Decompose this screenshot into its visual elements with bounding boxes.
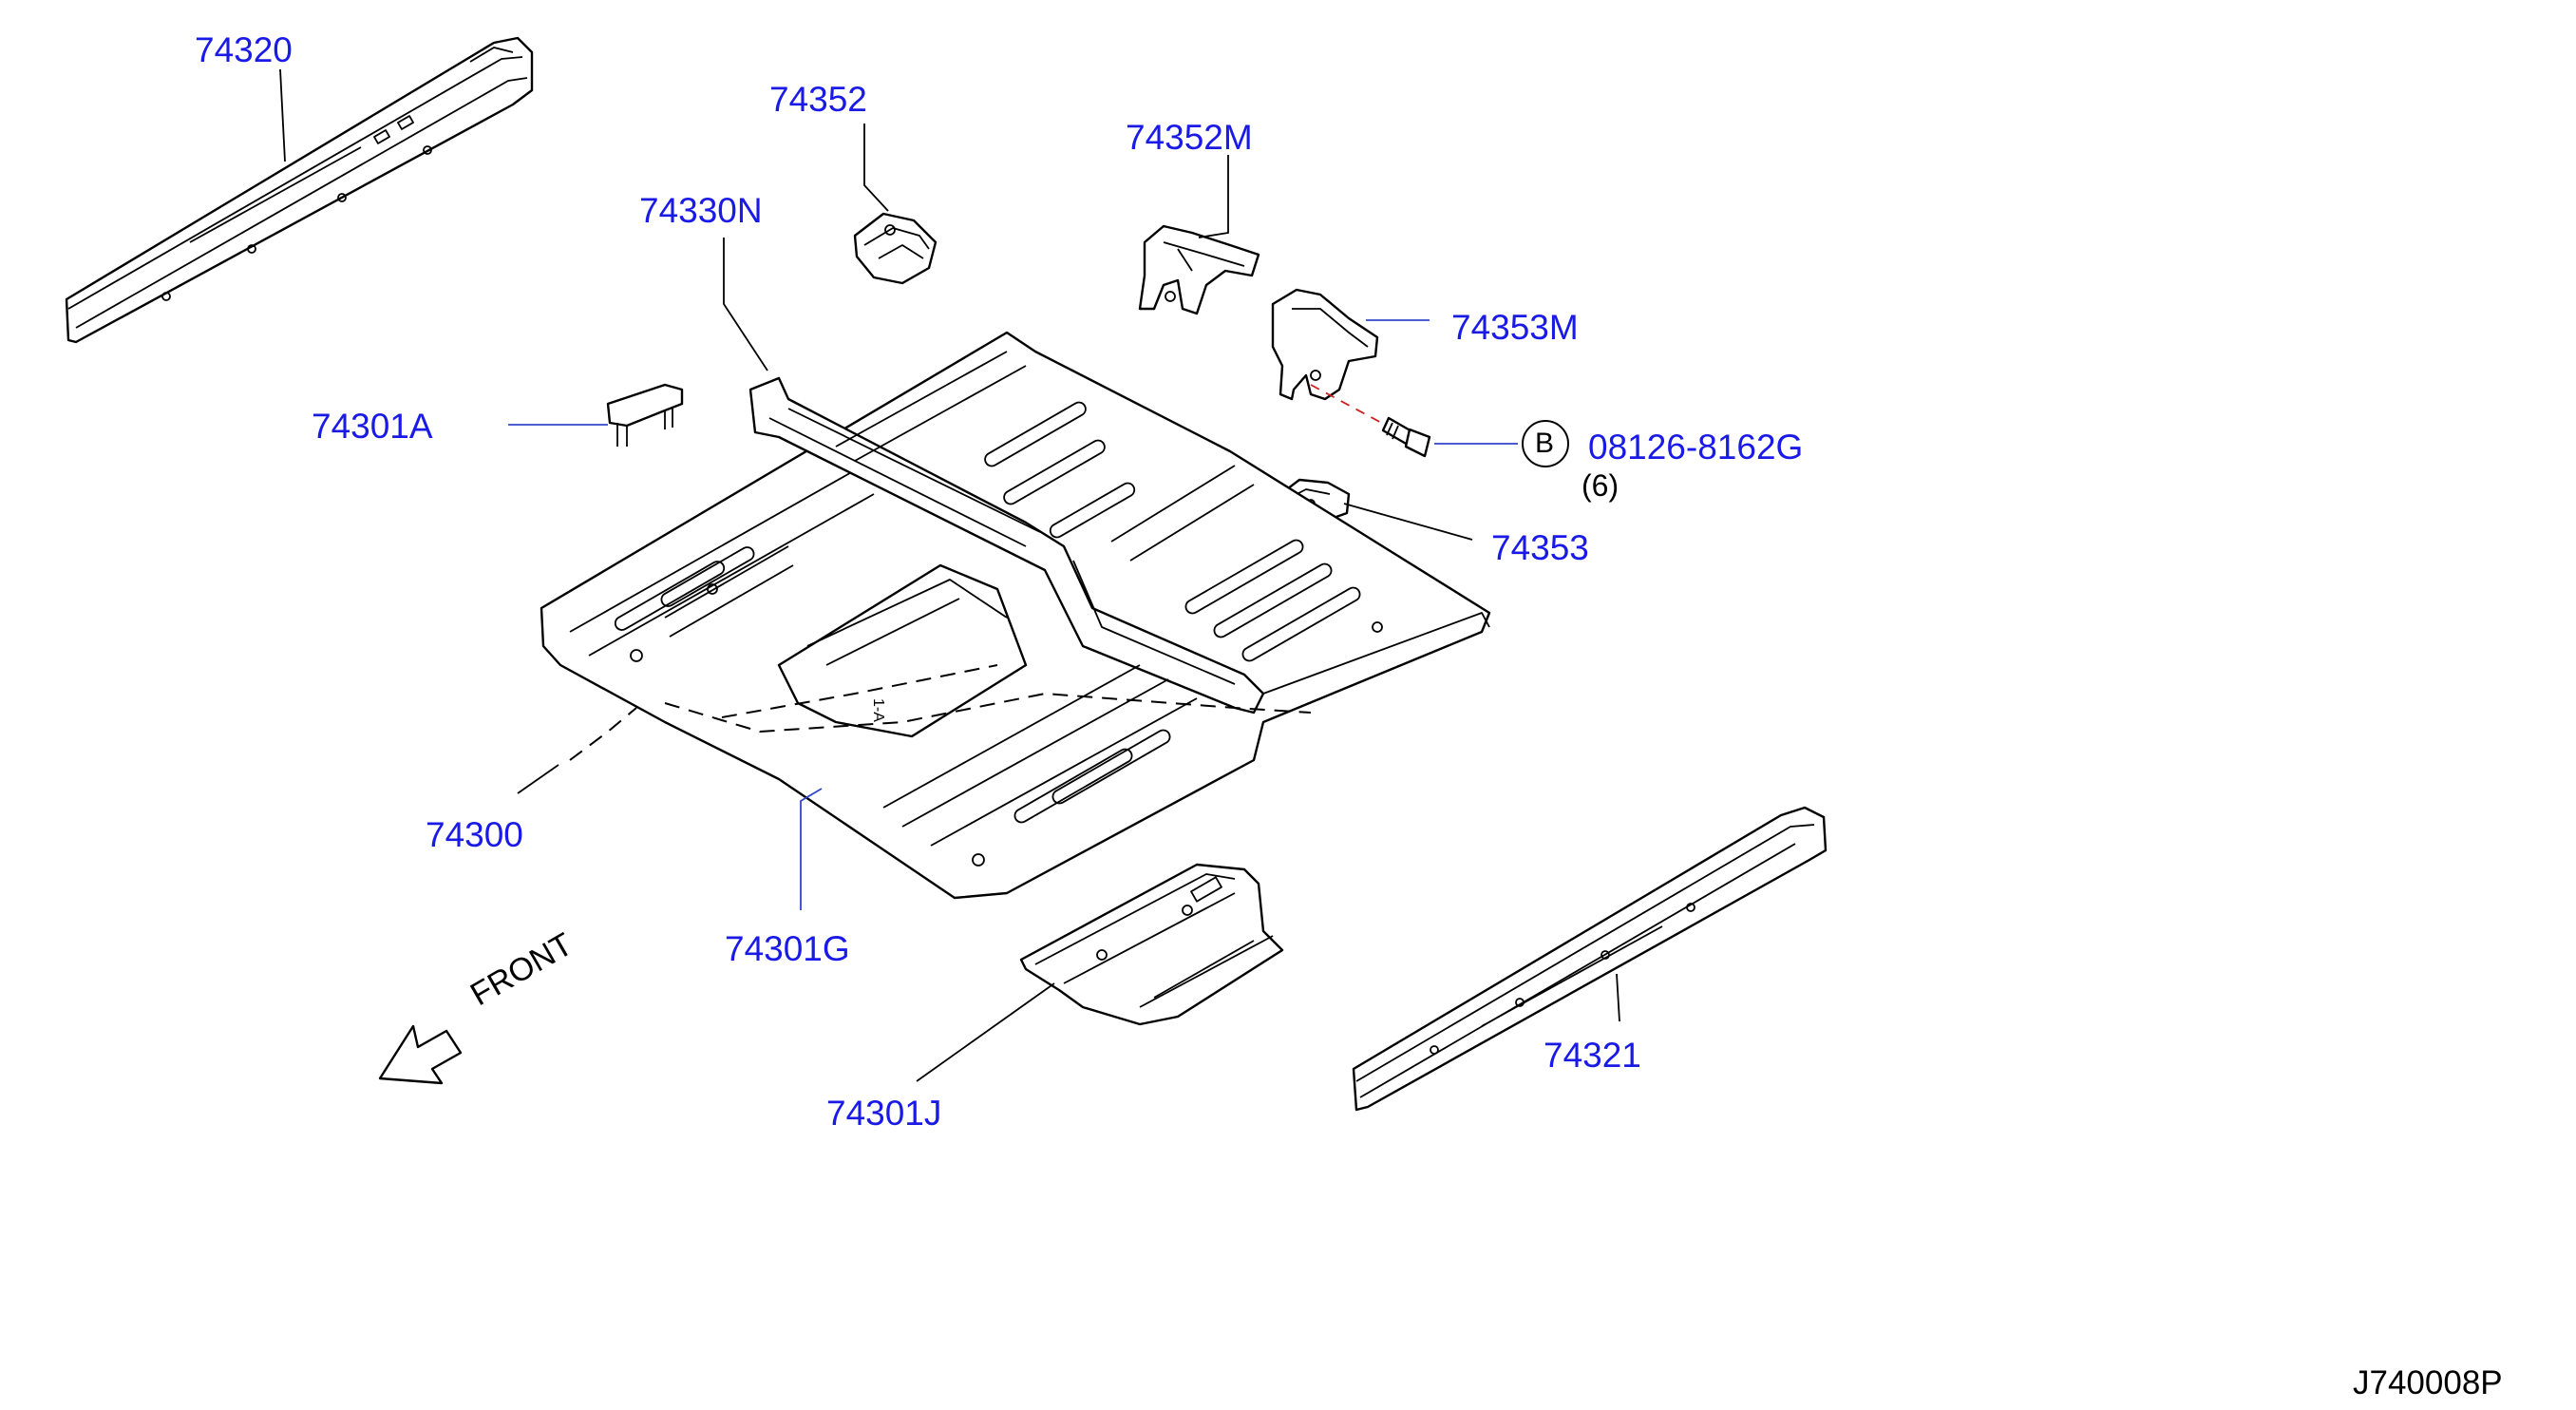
bracket-74353m-part	[1271, 288, 1379, 401]
bracket-74301a-part	[606, 383, 684, 447]
side-sill-left-part	[65, 36, 534, 344]
label-74353m: 74353M	[1451, 308, 1579, 347]
cross-member-74301j-part	[1019, 863, 1284, 1026]
label-74320: 74320	[195, 30, 293, 69]
label-74321: 74321	[1544, 1036, 1641, 1075]
figure-code: J740008P	[2353, 1364, 2503, 1401]
bolt-callout-letter: B	[1535, 428, 1555, 459]
svg-text:1-A: 1-A	[870, 698, 886, 722]
label-74352m: 74352M	[1126, 118, 1253, 157]
label-74330n: 74330N	[639, 191, 763, 230]
side-sill-right-part	[1352, 806, 1828, 1112]
label-74300: 74300	[426, 815, 523, 854]
label-74352: 74352	[769, 80, 867, 119]
bolt-part	[1310, 384, 1431, 458]
bolt-callout-circle	[1522, 420, 1569, 467]
leader-lines	[279, 68, 1620, 1082]
label-74301a: 74301A	[312, 407, 433, 446]
label-74353: 74353	[1491, 528, 1589, 567]
bracket-74352-part	[853, 212, 938, 285]
floor-panel-part: 1-A	[540, 331, 1491, 900]
bolt-quantity: (6)	[1582, 468, 1619, 503]
label-74301g: 74301G	[725, 929, 850, 968]
front-arrow-icon	[378, 1024, 463, 1085]
label-74301j: 74301J	[826, 1094, 942, 1133]
label-08126-8162g: 08126-8162G	[1588, 428, 1804, 467]
bracket-74352m-part	[1138, 224, 1260, 315]
